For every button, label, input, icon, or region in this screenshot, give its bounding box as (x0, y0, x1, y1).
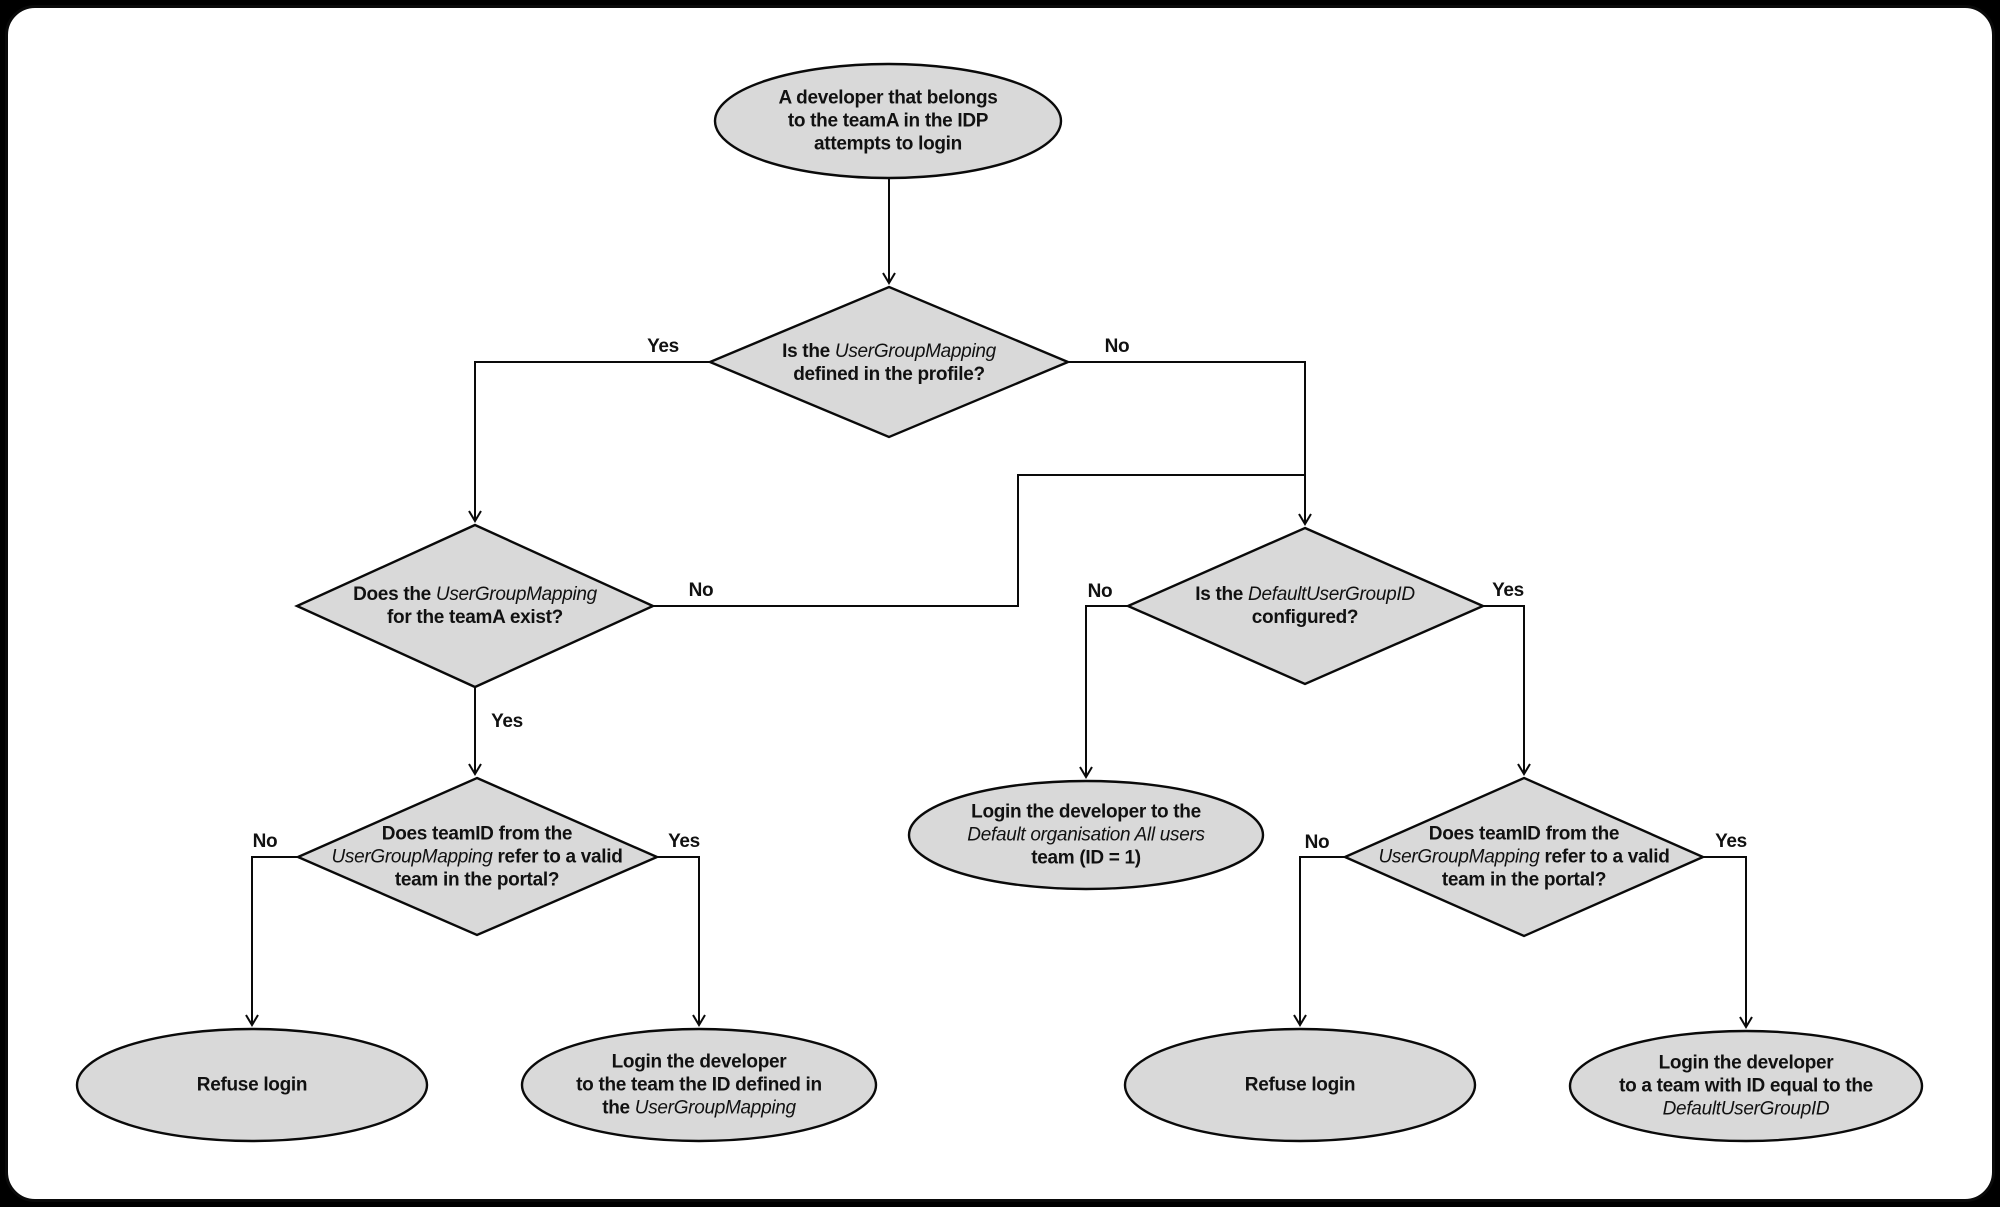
edge-teamid-right-yes (1703, 856, 1753, 1029)
node-login-default-gid-text: Login the developer to a team with ID eq… (1619, 1052, 1873, 1120)
node-default-gid-text: Is the DefaultUserGroupID configured? (1195, 584, 1415, 628)
node-login-default-org-text: Login the developer to the Default organ… (967, 801, 1205, 869)
node-login-default-gid-ellipse (1568, 1029, 1924, 1143)
edge-label-ugm-exists-yes: Yes (491, 711, 523, 732)
node-start-ellipse (713, 62, 1063, 180)
edge-label-teamid-right-yes: Yes (1715, 831, 1747, 852)
node-start-text: A developer that belongs to the teamA in… (778, 87, 998, 155)
edge-label-teamid-right-no: No (1304, 832, 1330, 853)
node-login-mapped-team-text: Login the developer to the team the ID d… (576, 1051, 822, 1119)
edge-label-ugm-exists-no: No (688, 580, 714, 601)
node-login-default-org-ellipse (907, 779, 1265, 891)
node-teamid-valid-left-text: Does teamID from the UserGroupMapping re… (331, 823, 623, 891)
node-shape-group (75, 62, 1924, 1143)
edge-label-teamid-left-yes: Yes (668, 831, 700, 852)
edge-teamid-left-no (245, 856, 298, 1027)
edge-ugm-exists-no (653, 474, 1304, 607)
edge-label-ugm-defined-no: No (1104, 336, 1130, 357)
node-teamid-valid-right-text: Does teamID from the UserGroupMapping re… (1378, 823, 1670, 891)
node-ugm-exists-diamond (294, 523, 656, 689)
node-ugm-exists-text: Does the UserGroupMapping for the teamA … (353, 584, 597, 628)
node-refuse-right-ellipse (1123, 1027, 1477, 1143)
edge-label-default-gid-yes: Yes (1492, 580, 1524, 601)
node-default-gid-diamond (1125, 526, 1486, 686)
edge-teamid-left-yes (657, 856, 706, 1027)
edge-ugm-defined-yes (468, 361, 710, 523)
edge-default-gid-no (1079, 605, 1128, 779)
node-refuse-left-ellipse (75, 1027, 429, 1143)
edge-label-ugm-defined-yes: Yes (647, 336, 679, 357)
edge-default-gid-yes (1483, 605, 1531, 776)
edge-teamid-right-no (1293, 856, 1345, 1027)
edge-ugm-defined-no (1068, 361, 1312, 526)
node-ugm-defined-diamond (706, 285, 1072, 439)
node-refuse-right-text: Refuse login (1244, 1074, 1356, 1096)
node-refuse-left-text: Refuse login (196, 1074, 308, 1096)
edge-label-default-gid-no: No (1087, 581, 1113, 602)
node-teamid-valid-right-diamond (1342, 776, 1706, 938)
node-ugm-defined-text: Is the UserGroupMapping defined in the p… (782, 341, 996, 385)
node-login-mapped-team-ellipse (520, 1027, 878, 1143)
connector-group (245, 178, 1753, 1029)
node-teamid-valid-left-diamond (295, 776, 661, 937)
edge-label-teamid-left-no: No (252, 831, 278, 852)
